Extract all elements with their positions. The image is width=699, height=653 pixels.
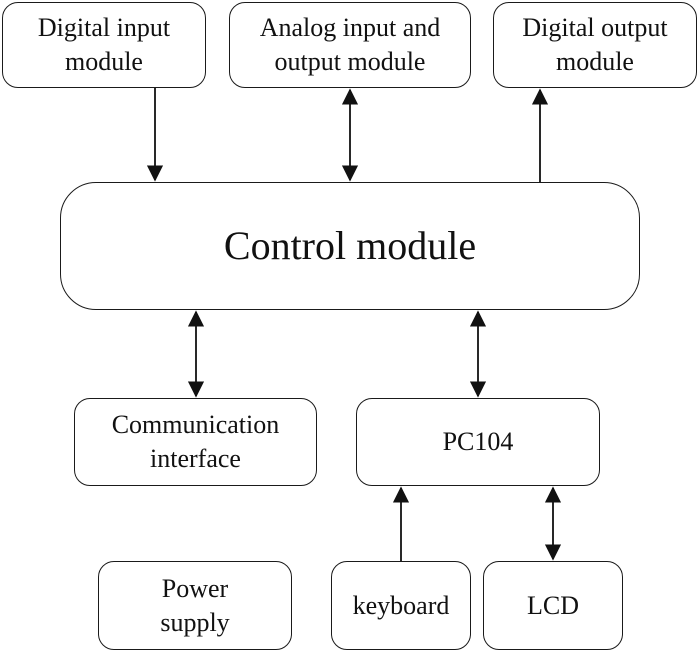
power-supply-label-line2: supply [160,607,230,637]
lcd-node: LCD [483,561,623,650]
keyboard-label: keyboard [352,590,450,620]
lcd-label: LCD [527,590,579,620]
power-supply-node: Power supply [98,561,292,650]
digital-output-module-label-line2: module [555,47,634,76]
analog-io-module-node: Analog input and output module [229,2,471,88]
pc104-label: PC104 [442,427,514,456]
control-module-label: Control module [223,223,477,268]
digital-input-module-label-line1: Digital input [37,13,171,42]
communication-interface-label-line2: interface [150,444,241,473]
control-module-node: Control module [60,182,640,310]
digital-output-module-node: Digital output module [493,2,697,88]
analog-io-module-label-line2: output module [274,47,426,76]
keyboard-node: keyboard [331,561,471,650]
power-supply-label-line1: Power [161,573,229,603]
communication-interface-node: Communication interface [74,398,317,486]
communication-interface-label-line1: Communication [111,410,280,439]
digital-output-module-label-line1: Digital output [522,13,668,42]
pc104-node: PC104 [356,398,600,486]
digital-input-module-node: Digital input module [2,2,206,88]
digital-input-module-label-line2: module [64,47,143,76]
analog-io-module-label-line1: Analog input and [259,13,441,42]
